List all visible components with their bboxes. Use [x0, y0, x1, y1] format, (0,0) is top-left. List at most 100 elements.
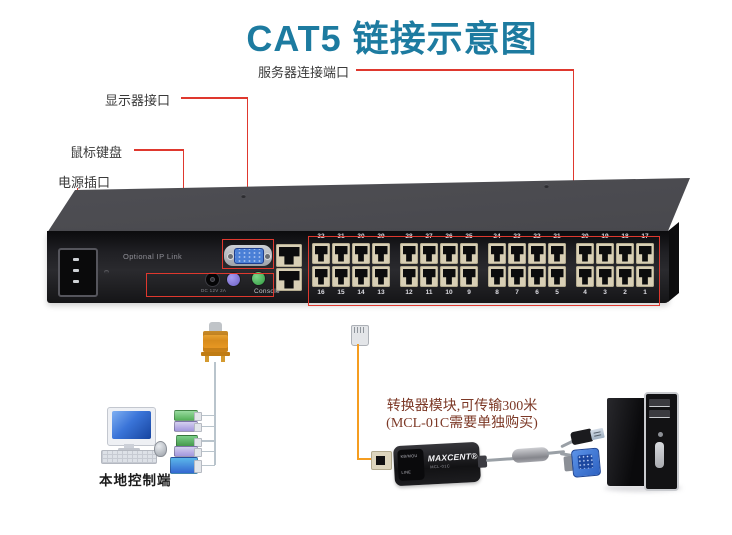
rj45-port [488, 243, 506, 264]
module-brand-label: MAXCENT® [427, 450, 478, 464]
rj45-port [332, 266, 350, 287]
callout-label-power: 电源插口 [58, 175, 111, 190]
ferrite-bead [511, 446, 550, 464]
ps2-keyboard-port [226, 272, 241, 287]
rj45-connector-icon [371, 451, 392, 470]
tower-shadow [604, 484, 682, 492]
drive-bay [649, 399, 670, 407]
callout-box-ps2 [146, 273, 274, 297]
rj45-port [508, 266, 526, 287]
cat5-cable-horizontal [357, 458, 373, 460]
console-cable-branch [194, 425, 215, 427]
vga-plug-icon [563, 447, 602, 478]
monitor-icon [107, 407, 156, 446]
rj45-port [488, 266, 506, 287]
screw-icon [544, 184, 549, 188]
front-vent [655, 442, 664, 468]
console-label: Console [254, 288, 280, 295]
rj45-port [400, 243, 418, 264]
callout-line-monitor-horizontal [181, 97, 248, 99]
vga-screw-icon [264, 253, 271, 260]
port-number-bottom: 14 [357, 289, 365, 296]
mouse-plug-purple [174, 421, 202, 432]
rj45-port [616, 266, 634, 287]
optional-ip-link-label: Optional IP Link [123, 252, 183, 261]
converter-note-line2: (MCL-01C需要单独购买) [386, 416, 538, 431]
ps2-mouse-port [251, 271, 266, 286]
console-cable-vertical [214, 362, 216, 465]
callout-line-monitor-vertical [246, 97, 248, 239]
rj45-port [636, 243, 654, 264]
module-port-label-top: KB/MOU [400, 453, 418, 459]
console-cable-branch [194, 450, 215, 452]
module-port-label-bottom: LINE [401, 469, 412, 475]
port-number-bottom: 10 [445, 289, 453, 296]
power-button-icon [658, 432, 663, 437]
port-number-bottom: 16 [317, 289, 325, 296]
rj45-port [352, 266, 370, 287]
console-cable-branch [194, 440, 215, 442]
rj45-port [508, 243, 526, 264]
keyboard-plug-green [174, 410, 202, 421]
console-rj45-port-lower [276, 268, 302, 291]
rj45-port [312, 243, 330, 264]
rj45-plug-icon [351, 325, 369, 346]
rj45-port [460, 266, 478, 287]
rj45-port [460, 243, 478, 264]
rj45-port [332, 243, 350, 264]
rj45-port [576, 243, 594, 264]
callout-line-server-vertical [572, 69, 574, 237]
screw-icon [104, 270, 109, 274]
port-number-bottom: 2 [623, 289, 627, 296]
rj45-port [548, 243, 566, 264]
kvm-vga-connector-flange [201, 352, 230, 356]
rj45-port [372, 266, 390, 287]
console-cable-branch [194, 414, 215, 416]
callout-label-mouse-keyboard: 鼠标键盘 [70, 145, 123, 160]
rj45-port [420, 266, 438, 287]
pc-tower-icon [644, 392, 679, 491]
module-model-label: MCL-01C [430, 463, 451, 470]
converter-cable [485, 456, 516, 463]
rj45-port [440, 243, 458, 264]
ps2-plug-green [176, 435, 202, 447]
usb-plug-icon [570, 426, 606, 446]
monitor-stand [124, 444, 134, 448]
drive-bay [649, 410, 670, 418]
port-number-bottom: 9 [467, 289, 471, 296]
port-number-bottom: 12 [405, 289, 413, 296]
port-number-bottom: 1 [643, 289, 647, 296]
vga-plug-blue [170, 457, 202, 474]
rj45-port [596, 243, 614, 264]
rj45-port [576, 266, 594, 287]
mouse-icon [154, 441, 167, 457]
rj45-port [400, 266, 418, 287]
rj45-port [528, 243, 546, 264]
rj45-port [548, 266, 566, 287]
console-rj45-port-upper [276, 244, 302, 267]
kvm-vga-screw-post [205, 356, 209, 362]
rj45-port [352, 243, 370, 264]
plug-tip [194, 448, 202, 457]
power-inlet [58, 248, 98, 297]
port-number-bottom: 4 [583, 289, 587, 296]
rj45-port [596, 266, 614, 287]
vga-screw-icon [227, 253, 234, 260]
kvm-cable-cap [209, 322, 222, 331]
converter-module: KB/MOU LINE MAXCENT® MCL-01C [393, 441, 488, 487]
rj45-port [372, 243, 390, 264]
port-number-bottom: 13 [377, 289, 385, 296]
callout-box-vga [222, 239, 274, 269]
plug-tip [194, 412, 202, 421]
rj45-port [312, 266, 330, 287]
port-number-bottom: 11 [425, 289, 433, 296]
dc-power-jack [205, 272, 220, 287]
port-number-bottom: 15 [337, 289, 345, 296]
plug-tip [194, 423, 202, 432]
dc-label: DC 12V 2A [201, 288, 227, 293]
page-title: CAT5 链接示意图 [246, 18, 538, 59]
port-number-bottom: 6 [535, 289, 539, 296]
pc-tower-side [607, 398, 646, 486]
